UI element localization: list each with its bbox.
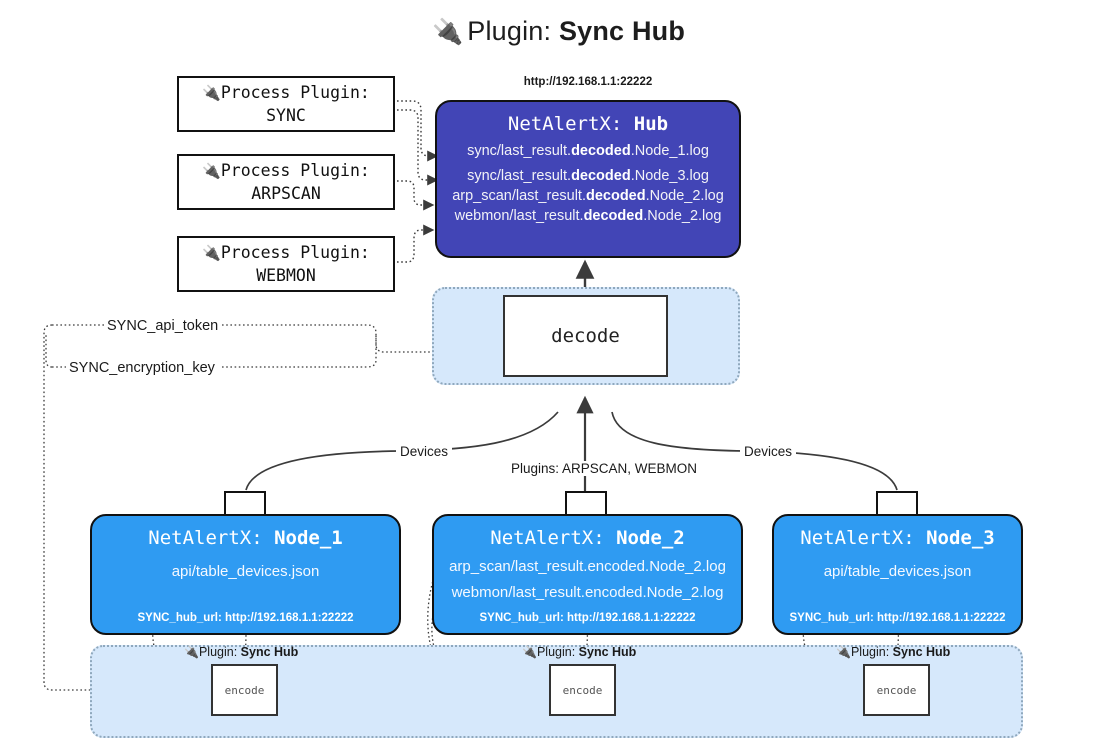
decode-box[interactable]: decode [503, 295, 668, 377]
edge-sync-to-hub [397, 100, 439, 162]
node-box-node-2[interactable]: NetAlertX: Node_2 arp_scan/last_result.e… [432, 514, 743, 635]
title-name: Sync Hub [558, 16, 686, 46]
process-plugin-label: Process Plugin: [220, 83, 370, 102]
process-plugin-webmon[interactable]: 🔌Process Plugin: WEBMON [177, 236, 395, 292]
plugin-caption-node-3: 🔌Plugin: Sync Hub [836, 645, 951, 659]
hub-title-prefix: NetAlertX: [507, 113, 634, 135]
node-resource-line: webmon/last_result.encoded.Node_2.log [451, 584, 724, 601]
edge-label-devices-right: Devices [740, 444, 797, 459]
hub-log-line: sync/last_result.decoded.Node_1.log [467, 143, 709, 159]
process-plugin-name: WEBMON [256, 265, 316, 285]
encode-box-node-3[interactable]: encode [863, 664, 930, 716]
plug-icon: 🔌 [836, 645, 851, 659]
title-prefix: Plugin: [467, 16, 559, 46]
plug-icon: 🔌 [202, 84, 221, 102]
node-resource-line: api/table_devices.json [171, 563, 320, 580]
hub-title: NetAlertX: Hub [437, 113, 739, 135]
node-box-node-1[interactable]: NetAlertX: Node_1 api/table_devices.json… [90, 514, 401, 635]
plug-icon: 🔌 [522, 645, 537, 659]
hub-node[interactable]: NetAlertX: Hub sync/last_result.decoded.… [435, 100, 741, 258]
hub-title-name: Hub [633, 113, 669, 135]
process-plugin-label: Process Plugin: [220, 243, 370, 262]
plugin-caption-node-1: 🔌Plugin: Sync Hub [184, 645, 299, 659]
plugin-caption-node-2: 🔌Plugin: Sync Hub [522, 645, 637, 659]
edge-label-devices-left: Devices [396, 444, 453, 459]
node-hub-url: SYNC_hub_url: http://192.168.1.1:22222 [789, 612, 1006, 624]
hub-log-line: arp_scan/last_result.decoded.Node_2.log [452, 188, 724, 204]
edge-sync-to-hub-2 [397, 109, 439, 186]
plug-icon: 🔌 [184, 645, 199, 659]
process-plugin-sync[interactable]: 🔌Process Plugin: SYNC [177, 76, 395, 132]
edge-arpscan-to-hub [397, 180, 435, 211]
plug-icon: 🔌 [431, 18, 464, 46]
encode-box-node-1[interactable]: encode [211, 664, 278, 716]
node-title: NetAlertX: Node_3 [800, 527, 995, 549]
node-title: NetAlertX: Node_2 [490, 527, 685, 549]
page-title: 🔌Plugin: Sync Hub [0, 16, 1117, 47]
hub-log-line: sync/last_result.decoded.Node_3.log [467, 168, 709, 184]
edge-token-down-left [43, 324, 102, 696]
edge-label-plugins: Plugins: ARPSCAN, WEBMON [507, 461, 702, 476]
sync-encryption-key-label: SYNC_encryption_key [66, 360, 218, 376]
process-plugin-label: Process Plugin: [220, 161, 370, 180]
plug-icon: 🔌 [202, 162, 221, 180]
plug-icon: 🔌 [202, 244, 221, 262]
sync-api-token-label: SYNC_api_token [104, 318, 222, 334]
node-resource-line: arp_scan/last_result.encoded.Node_2.log [449, 558, 726, 575]
node-title: NetAlertX: Node_1 [148, 527, 343, 549]
edge-webmon-to-hub [397, 224, 435, 263]
node-resource-line: api/table_devices.json [823, 563, 972, 580]
node-box-node-3[interactable]: NetAlertX: Node_3 api/table_devices.json… [772, 514, 1023, 635]
node-hub-url: SYNC_hub_url: http://192.168.1.1:22222 [479, 612, 696, 624]
hub-log-line: webmon/last_result.decoded.Node_2.log [454, 208, 722, 224]
encode-box-node-2[interactable]: encode [549, 664, 616, 716]
node-hub-url: SYNC_hub_url: http://192.168.1.1:22222 [137, 612, 354, 624]
edge-key-corner [45, 333, 53, 368]
hub-url-label: http://192.168.1.1:22222 [523, 76, 653, 88]
process-plugin-name: ARPSCAN [251, 183, 321, 203]
process-plugin-name: SYNC [266, 105, 306, 125]
process-plugin-arpscan[interactable]: 🔌Process Plugin: ARPSCAN [177, 154, 395, 210]
